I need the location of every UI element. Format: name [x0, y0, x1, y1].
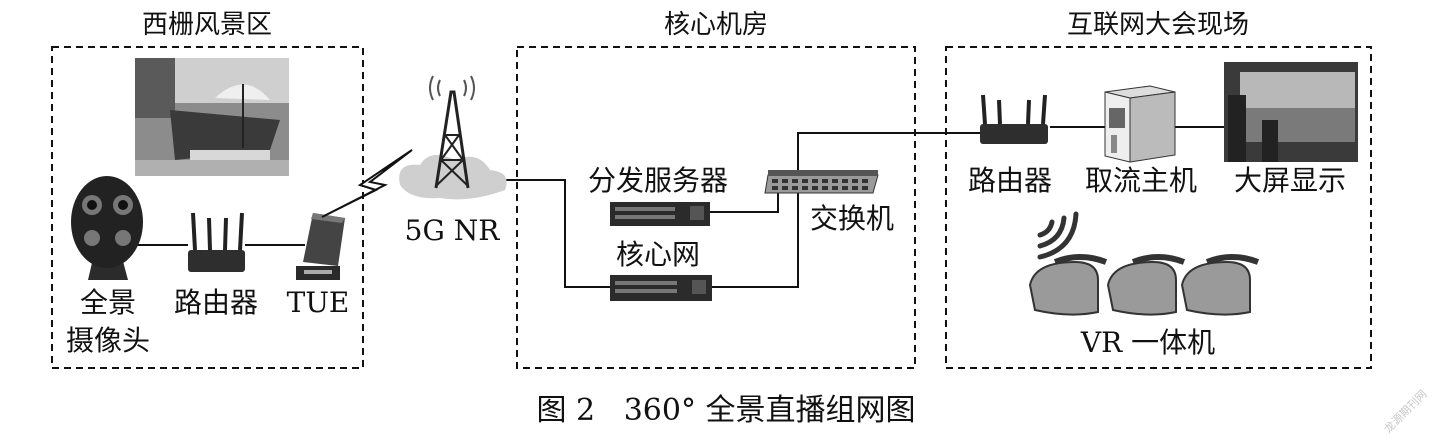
label-distribution-server: 分发服务器 [588, 164, 728, 197]
tue-device-icon [296, 213, 345, 280]
zone-scenic-area [51, 46, 364, 369]
zone-title-core: 核心机房 [664, 10, 768, 40]
figure-caption: 图 2 360° 全景直播组网图 [536, 393, 915, 428]
label-router-right: 路由器 [968, 164, 1052, 197]
scenic-photo [135, 58, 289, 176]
zone-core-room [516, 46, 916, 369]
vr-headset-icon [1106, 254, 1186, 316]
stream-host-pc-icon [1104, 85, 1176, 163]
label-tue: TUE [287, 286, 350, 319]
core-network-server-icon [610, 275, 712, 301]
label-vr-headsets: VR 一体机 [1080, 326, 1215, 359]
router-right-icon [980, 94, 1048, 144]
router-left-icon [188, 212, 245, 272]
panoramic-camera-icon [71, 176, 143, 280]
label-router-left: 路由器 [174, 286, 258, 319]
watermark: 龙源期刊网 [1381, 387, 1430, 436]
wifi-signal-icon [1037, 211, 1079, 260]
zone-title-scenic: 西栅风景区 [142, 10, 272, 40]
switch-icon [764, 170, 879, 194]
zone-title-conference: 互联网大会现场 [1067, 10, 1249, 40]
distribution-server-icon [610, 202, 710, 226]
label-switch: 交换机 [810, 202, 894, 235]
vr-headset-icon [1180, 254, 1260, 316]
label-big-screen: 大屏显示 [1234, 164, 1346, 197]
connection-lines [130, 126, 1224, 288]
label-core-network: 核心网 [616, 238, 700, 271]
big-screen-display-icon [1224, 62, 1358, 162]
label-camera-line2: 摄像头 [66, 324, 150, 357]
vr-headset-icon [1028, 254, 1108, 316]
wireless-link-icon [321, 149, 413, 218]
5g-tower-icon [399, 75, 507, 200]
label-stream-host: 取流主机 [1085, 164, 1197, 197]
label-5g-nr: 5G NR [405, 214, 501, 247]
label-camera-line1: 全景 [80, 286, 136, 319]
